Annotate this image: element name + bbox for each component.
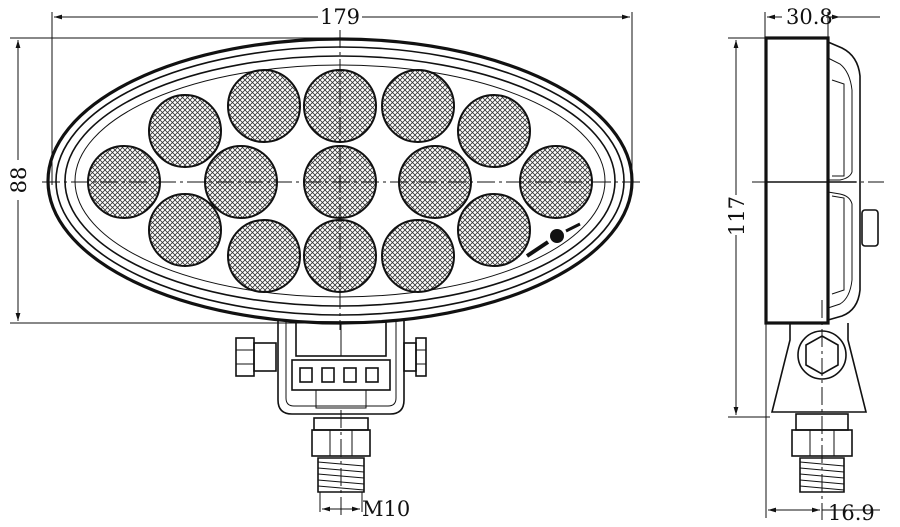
depth-label: 30.8: [786, 5, 833, 29]
height-label: 88: [7, 167, 31, 194]
side-bracket: [770, 323, 868, 413]
led-pod: [148, 94, 222, 168]
led-pod: [148, 193, 222, 267]
led-pod: [227, 69, 301, 143]
side-housing: [764, 36, 879, 325]
front-bracket: [235, 320, 427, 415]
led-pod: [227, 219, 301, 293]
offset-dimension: 16.9: [765, 323, 880, 525]
front-centerlines: [42, 30, 640, 330]
side-height-label: 117: [725, 196, 749, 236]
logo-mark: [525, 222, 581, 258]
front-view: 179 88: [7, 5, 640, 521]
bolt-dimension: M10: [319, 492, 410, 521]
led-pod: [381, 69, 455, 143]
side-stud: [791, 413, 853, 493]
depth-dimension: 30.8: [764, 5, 880, 40]
led-array: [87, 69, 593, 293]
width-label: 179: [320, 5, 360, 29]
width-dimension: 179: [51, 5, 633, 185]
front-stud: [311, 410, 371, 518]
side-view: 30.8 117: [725, 5, 884, 525]
side-height-dimension: 117: [725, 37, 770, 418]
offset-label: 16.9: [828, 501, 875, 525]
bolt-label: M10: [362, 497, 410, 521]
led-pod: [457, 193, 531, 267]
height-dimension: 88: [7, 37, 342, 324]
led-pod: [457, 94, 531, 168]
led-pod: [381, 219, 455, 293]
